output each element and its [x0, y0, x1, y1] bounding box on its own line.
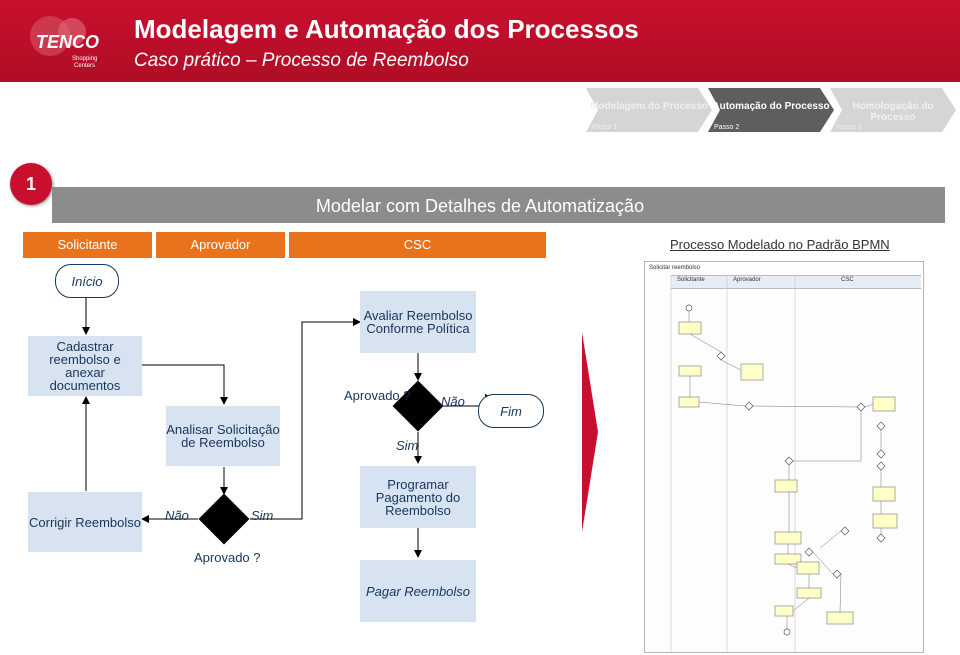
label-aprovado-2: Aprovado ? [344, 388, 411, 403]
task-cadastrar: Cadastrar reembolso e anexar documentos [28, 336, 142, 396]
section-title: Modelar com Detalhes de Automatização [315, 196, 645, 216]
section-bar [52, 187, 945, 223]
svg-text:Shopping: Shopping [72, 56, 97, 62]
label-sim-2: Sim [396, 438, 419, 453]
svg-text:Centers: Centers [74, 63, 95, 69]
step-2-chevron: Automação do Processo Passo 2 [708, 88, 834, 132]
lane-csc: CSC [289, 232, 546, 258]
step-3-number: Passo 3 [836, 124, 862, 131]
red-arrow-shape [582, 332, 598, 532]
page-title: Modelagem e Automação dos Processos [134, 14, 639, 44]
bpmn-lane-aprovador: Aprovador [733, 277, 761, 283]
label-nao-1: Não [165, 508, 189, 523]
svg-text:TENCO: TENCO [36, 32, 99, 52]
start-event: Início [55, 264, 119, 298]
section-number-badge: 1 [10, 163, 52, 205]
step-2-title: Automação do Processo [712, 101, 830, 112]
task-analisar: Analisar Solicitação de Reembolso [166, 406, 280, 466]
end-event: Fim [478, 394, 544, 428]
step-1-number: Passo 1 [592, 124, 618, 131]
lane-aprovador: Aprovador [156, 232, 285, 258]
task-corrigir: Corrigir Reembolso [28, 492, 142, 552]
label-nao-2: Não [441, 394, 465, 409]
page-subtitle: Caso prático – Processo de Reembolso [134, 50, 469, 71]
company-logo: TENCO Shopping Centers [14, 8, 126, 74]
label-aprovado-1: Aprovado ? [194, 550, 261, 565]
step-2-number: Passo 2 [714, 124, 740, 131]
task-avaliar: Avaliar Reembolso Conforme Política [360, 291, 476, 353]
bpmn-thumbnail: Solicitar reembolso Solicitante Aprovado… [644, 261, 924, 653]
label-sim-1: Sim [251, 508, 274, 523]
step-3-chevron: Homologação do Processo Passo 3 [830, 88, 956, 132]
step-3-title: Homologação do Processo [852, 101, 934, 123]
bpmn-lane-csc: CSC [841, 277, 854, 283]
bpmn-label: Processo Modelado no Padrão BPMN [670, 237, 890, 252]
task-pagar: Pagar Reembolso [360, 560, 476, 622]
step-1-chevron: Modelagem do Processo Passo 1 [586, 88, 712, 132]
step-1-title: Modelagem do Processo [590, 101, 708, 112]
bpmn-lane-solicitante: Solicitante [677, 277, 705, 283]
task-programar: Programar Pagamento do Reembolso [360, 466, 476, 528]
bpmn-lane-header [671, 275, 921, 289]
bpmn-pool-title: Solicitar reembolso [649, 265, 701, 271]
bpmn-thumbnail-drawing [670, 275, 898, 652]
header-banner [0, 0, 960, 82]
lane-solicitante: Solicitante [23, 232, 152, 258]
